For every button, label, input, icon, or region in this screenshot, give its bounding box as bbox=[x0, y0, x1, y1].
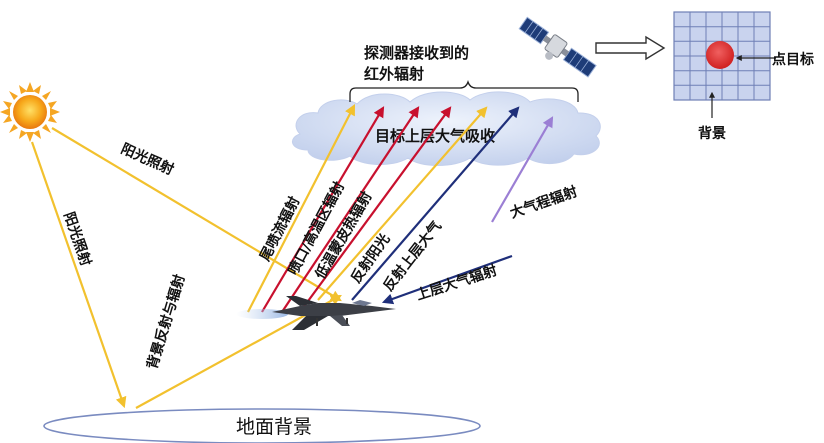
arrow-extra-red-radiation bbox=[299, 106, 452, 313]
arrow-skin-radiation bbox=[281, 106, 420, 313]
arrow-nozzle-radiation bbox=[261, 106, 385, 313]
point-target-dot bbox=[706, 41, 734, 69]
detector-bracket bbox=[349, 79, 579, 102]
path-radiance-label: 大气程辐射 bbox=[508, 183, 580, 222]
arrow-reflected-upper-atmosphere bbox=[351, 106, 520, 301]
detector-label-line2: 红外辐射 bbox=[364, 65, 424, 83]
background-reflection-label: 背景反射与辐射 bbox=[144, 272, 189, 371]
fighter-jet-icon bbox=[236, 296, 396, 330]
sunlight-ray-to-ground bbox=[30, 141, 127, 409]
ground-background-ellipse bbox=[43, 408, 481, 443]
upper-atmosphere-radiation-label: 上层大气辐射 bbox=[414, 262, 499, 304]
imaging-arrow bbox=[595, 35, 666, 61]
arrow-upper-atmosphere-radiation bbox=[381, 254, 513, 305]
ground-label: 地面背景 bbox=[236, 416, 312, 438]
satellite-icon bbox=[518, 16, 597, 78]
arrow-reflected-sunlight bbox=[317, 106, 488, 301]
arrow-path-radiance bbox=[491, 116, 554, 223]
detector-label-line1: 探测器接收到的 bbox=[364, 44, 469, 62]
point-target-label: 点目标 bbox=[772, 51, 814, 68]
background-label: 背景 bbox=[698, 125, 726, 142]
sun-icon bbox=[0, 82, 60, 142]
arrow-plume-radiation bbox=[247, 104, 356, 313]
upper-atmosphere-cloud bbox=[292, 91, 601, 166]
sunlight-ray-to-aircraft bbox=[51, 127, 342, 302]
